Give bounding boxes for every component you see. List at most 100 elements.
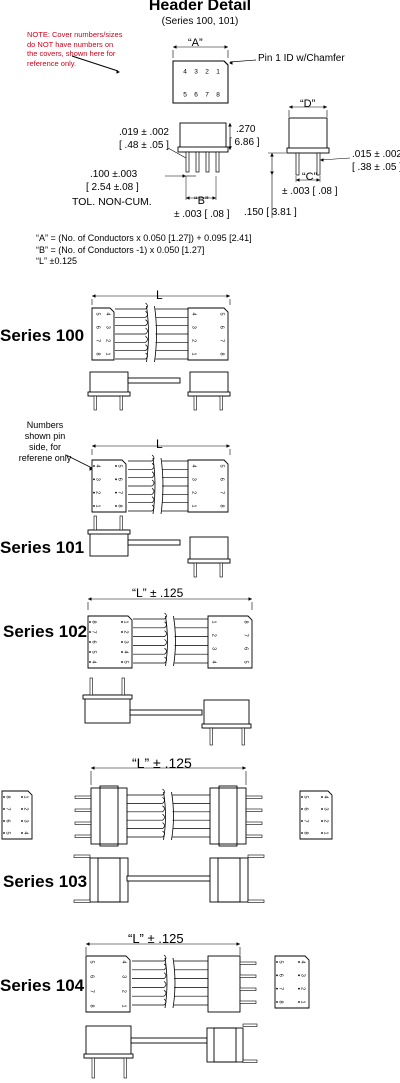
dim-270-arrow-u xyxy=(228,123,232,127)
s103-top-left-inner xyxy=(99,785,119,847)
dim-100-arrow xyxy=(182,174,186,178)
s101-cable-wire-6-a xyxy=(128,504,155,512)
s104-face-right-dot-0-1 xyxy=(276,974,278,977)
s103-side-cable xyxy=(126,875,212,882)
s100-side-right-pin-l xyxy=(193,395,197,411)
s100-conn-left-pin-7-0: 7 xyxy=(95,339,101,342)
s104-cable-wire-4-a xyxy=(132,989,167,997)
s103-face-right-dot-0-2 xyxy=(301,820,303,822)
note-line-3: the covers, shown here for xyxy=(27,49,116,58)
dim-a-arrow-l xyxy=(173,45,177,49)
s101-conn-left-pin-4-0: 4 xyxy=(95,464,101,467)
s104-conn-right-pin-1 xyxy=(239,974,257,978)
s101-cable-wire-3-a xyxy=(128,479,155,487)
s102-cable-wire-3-a xyxy=(133,639,167,646)
s101-conn-right xyxy=(187,459,229,513)
page-subtitle: (Series 100, 101) xyxy=(161,16,239,27)
s103-pin-left-3 xyxy=(74,834,92,838)
s103-face-left-pin-1-1: 1 xyxy=(23,795,29,798)
s104-cable-wire-1-a xyxy=(132,963,167,971)
dim-a-label: “A” xyxy=(188,37,203,49)
header-bottom-pin-7: 7 xyxy=(205,92,209,99)
s104-face-right-pin-2-1: 2 xyxy=(300,987,306,990)
dim-150-arrow-d xyxy=(270,171,274,175)
s102-conn-left-pin-1-1: 1 xyxy=(123,620,129,623)
s101-cable-break-l xyxy=(152,457,156,515)
header-side-pin-r xyxy=(316,152,321,176)
s103-face-right-pin-1-1: 1 xyxy=(323,831,329,834)
s104-face-right-dot-1-2 xyxy=(298,987,300,990)
s104-conn-right-pin-3 xyxy=(239,1000,257,1004)
header-bottom-pin-5: 5 xyxy=(183,92,187,99)
s103-side-right-inner xyxy=(217,857,241,903)
header-top-pin-2: 2 xyxy=(205,69,209,76)
s104-face-right-pin-6-0: 6 xyxy=(278,974,284,977)
s103-face-right-pin-8-0: 8 xyxy=(303,831,309,834)
s101-conn-left-dot-0-2 xyxy=(93,491,95,494)
header-front-pin-3 xyxy=(205,151,210,173)
s100-conn-right-pin-5-1: 5 xyxy=(219,312,225,315)
s103-face-right-pin-3-1: 3 xyxy=(323,807,329,810)
s103-face-left-pin-8-0: 8 xyxy=(5,795,11,798)
s101-conn-right-pin-3-0: 3 xyxy=(191,478,197,481)
dim-l-104-arrow-r xyxy=(236,942,240,946)
s100-conn-left-pin-8-0: 8 xyxy=(95,352,101,355)
s101-conn-left-dot-1-0 xyxy=(115,465,117,467)
dim-l-101-arrow-r xyxy=(226,444,230,448)
s100-conn-left-pin-3-1: 3 xyxy=(105,326,111,329)
s103-top-left-body xyxy=(90,787,128,845)
pin-note-3: side, for xyxy=(28,442,61,452)
s101-conn-right-pin-4-0: 4 xyxy=(191,464,197,467)
s103-top-right-body xyxy=(209,787,247,845)
dim-c-arrow-r xyxy=(316,178,320,182)
s104-face-right-dot-1-3 xyxy=(298,1001,300,1003)
s100-conn-left-pin-4-1: 4 xyxy=(105,312,111,315)
s103-face-left-pin-2-1: 2 xyxy=(23,807,29,810)
s103-face-right-pin-7-0: 7 xyxy=(303,819,309,822)
length-label-103: “L” ± .125 xyxy=(132,755,192,771)
s101-conn-left-dot-0-0 xyxy=(93,465,95,467)
s103-cable-break-r xyxy=(171,791,174,841)
s102-side-right-body xyxy=(203,699,250,729)
s103-face-left-dot-1-2 xyxy=(21,820,23,822)
s101-side-left-pin-l xyxy=(93,515,97,531)
s101-conn-left-pin-6-1: 6 xyxy=(117,478,123,481)
s101-conn-right-pin-7-1: 7 xyxy=(219,491,225,494)
dim-l-101-arrow-l xyxy=(92,444,96,448)
s103-pin-right-2 xyxy=(245,821,263,825)
s104-cable-break-r xyxy=(172,957,176,1009)
s100-cable-wire-3-a xyxy=(115,327,148,335)
s100-side-left-flange xyxy=(87,391,131,397)
dim-270: .270 xyxy=(236,124,256,135)
s101-conn-left-pin-1-0: 1 xyxy=(95,504,101,507)
s103-side-pin-r-bot xyxy=(247,899,265,903)
s102-conn-right-pin-3-0: 3 xyxy=(211,647,217,650)
s104-face-right-pin-4-1: 4 xyxy=(300,960,306,963)
dim-b-tol: ± .003 [ .08 ] xyxy=(174,209,230,220)
s104-face-right-pin-8-0: 8 xyxy=(278,1000,284,1003)
s100-cable-wire-4-a xyxy=(115,336,148,343)
s102-conn-left-pin-2-1: 2 xyxy=(123,630,129,633)
s104-face-right-dot-0-0 xyxy=(276,961,278,963)
s102-conn-left-dot-1-2 xyxy=(121,641,123,643)
s104-cable-break-l xyxy=(164,957,168,1009)
s103-pin-right-0 xyxy=(245,795,263,799)
s101-conn-left-pin-3-0: 3 xyxy=(95,478,101,481)
s102-conn-right-pin-5-1: 5 xyxy=(243,660,249,663)
pin-note-1: Numbers xyxy=(26,420,64,430)
s104-face-right-pin-1-1: 1 xyxy=(300,1000,306,1003)
header-top-view xyxy=(172,60,229,104)
s103-face-left-dot-0-1 xyxy=(3,808,5,810)
header-top-pin-4: 4 xyxy=(183,69,187,76)
s102-conn-left xyxy=(87,615,133,669)
header-side-pin-l xyxy=(295,152,300,176)
s104-face-right-dot-1-1 xyxy=(298,974,300,977)
s104-side-right-body xyxy=(206,1027,244,1063)
formula-a: “A” = (No. of Conductors x 0.050 [1.27])… xyxy=(36,233,252,243)
dim-015-leader xyxy=(319,157,351,161)
s100-conn-right-pin-8-1: 8 xyxy=(219,352,225,355)
s104-conn-left-pin-6-0: 6 xyxy=(89,975,95,978)
s100-side-right-flange xyxy=(187,391,231,397)
s100-cable-wire-2-a xyxy=(115,319,148,327)
